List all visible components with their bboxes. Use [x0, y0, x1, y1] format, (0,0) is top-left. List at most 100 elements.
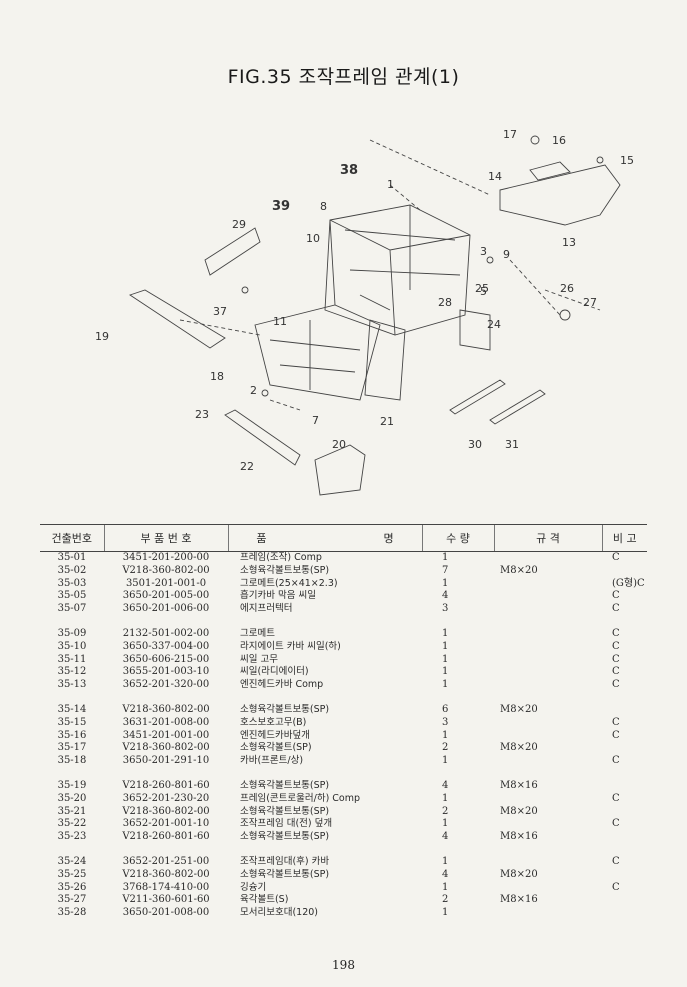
- cell-spec: M8×16: [500, 831, 538, 843]
- cell-qty: 1: [442, 881, 449, 893]
- cell-spec: [494, 603, 602, 616]
- cell-name: 조작프레임대(후) 카바: [240, 855, 330, 867]
- lower-frame: [254, 304, 381, 401]
- callout-8: 8: [320, 200, 327, 213]
- cell-code: 35-18: [57, 755, 87, 767]
- strip-30: [449, 379, 506, 415]
- cell-code: 35-17: [57, 742, 87, 754]
- cell-qty: 7: [442, 564, 449, 576]
- cell-remark: C: [612, 729, 620, 741]
- cell-spec: [494, 679, 602, 692]
- control-frame: [324, 204, 471, 336]
- cell-qty: 2: [442, 894, 449, 906]
- callout-3: 3: [480, 245, 487, 258]
- diagram-callouts: 1 2 3 5 7 8 9 10 11 13 14 15 16 17 18 19…: [95, 128, 634, 473]
- cell-code: 35-22: [57, 818, 87, 830]
- cell-name: 육각볼트(S): [240, 894, 289, 906]
- cell-name: 호스보호고무(B): [240, 716, 307, 728]
- cell-code: 35-02: [57, 564, 87, 576]
- cell-qty: 3: [442, 603, 449, 615]
- cell-spec: [494, 578, 602, 591]
- cell-code: 35-23: [57, 831, 87, 843]
- cell-remark: C: [612, 679, 620, 691]
- cell-qty: 2: [442, 805, 449, 817]
- header-name: 품 명: [227, 524, 422, 552]
- callout-21: 21: [380, 415, 394, 428]
- cell-code: 35-15: [57, 716, 87, 728]
- cell-remark: C: [612, 716, 620, 728]
- cell-spec: M8×16: [500, 779, 538, 791]
- cover-24: [459, 309, 491, 351]
- cell-name: 에지프러텍터: [240, 603, 293, 615]
- cell-qty: 4: [442, 779, 449, 791]
- cell-remark: [602, 907, 647, 920]
- cell-part-no: V218-360-802-00: [122, 742, 210, 754]
- cell-spec: [494, 590, 602, 603]
- cell-code: 35-12: [57, 666, 87, 678]
- cell-code: 35-28: [57, 907, 87, 919]
- cell-code: 35-07: [57, 603, 87, 615]
- page-title: FIG.35 조작프레임 관계(1): [227, 66, 460, 88]
- cell-part-no: 3451-201-200-00: [122, 552, 210, 563]
- callout-14: 14: [488, 170, 502, 183]
- cell-spec: [494, 628, 602, 641]
- cell-code: 35-27: [57, 894, 87, 906]
- callout-22: 22: [240, 460, 254, 473]
- callout-19: 19: [95, 330, 109, 343]
- table-row-spacer: [40, 844, 647, 856]
- cell-remark: C: [612, 603, 620, 615]
- cell-name: 엔진헤드카바덮개: [240, 729, 310, 741]
- cell-part-no: 3631-201-008-00: [122, 716, 210, 728]
- cell-name: 카바(프론트/상): [240, 755, 304, 767]
- cell-qty: 1: [442, 552, 449, 563]
- cell-name: 라지에이트 카바 씨일(하): [240, 640, 341, 652]
- callout-37: 37: [213, 305, 227, 318]
- cell-name: 씨일(라디에이터): [240, 666, 309, 678]
- callout-23: 23: [195, 408, 209, 421]
- cell-spec: [494, 907, 602, 920]
- cell-code: 35-25: [57, 868, 87, 880]
- cell-name: 소형육각볼트보통(SP): [240, 703, 330, 715]
- callout-9: 9: [503, 248, 510, 261]
- cell-spec: M8×20: [500, 868, 538, 880]
- callout-7: 7: [312, 414, 319, 427]
- cell-remark: C: [612, 653, 620, 665]
- cell-remark: C: [612, 755, 620, 767]
- cell-qty: 4: [442, 831, 449, 843]
- cell-name: 소형육각볼트보통(SP): [240, 779, 330, 791]
- cell-qty: 1: [442, 653, 449, 665]
- cell-remark: C: [612, 818, 620, 830]
- table-header-row: 건출번호 부 품 번 호 품 명 수 량 규 격 비 고: [40, 524, 647, 552]
- cell-remark: C: [612, 881, 620, 893]
- cell-spec: M8×16: [500, 894, 538, 906]
- header-name-b: 명: [383, 532, 394, 545]
- callout-10: 10: [306, 232, 320, 245]
- table-row-spacer: [40, 768, 647, 780]
- page-number: 198: [332, 958, 355, 972]
- plate-22: [224, 409, 301, 466]
- cell-code: 35-14: [57, 703, 87, 715]
- cell-remark: C: [612, 855, 620, 867]
- cell-part-no: 3650-201-291-10: [122, 755, 210, 767]
- cell-spec: [494, 730, 602, 743]
- cell-name: 씨일 고무: [240, 653, 278, 665]
- cell-qty: 1: [442, 792, 449, 804]
- cell-name: 그로메트: [240, 627, 275, 639]
- cell-remark: C: [612, 627, 620, 639]
- callout-17: 17: [503, 128, 517, 141]
- callout-29: 29: [232, 218, 246, 231]
